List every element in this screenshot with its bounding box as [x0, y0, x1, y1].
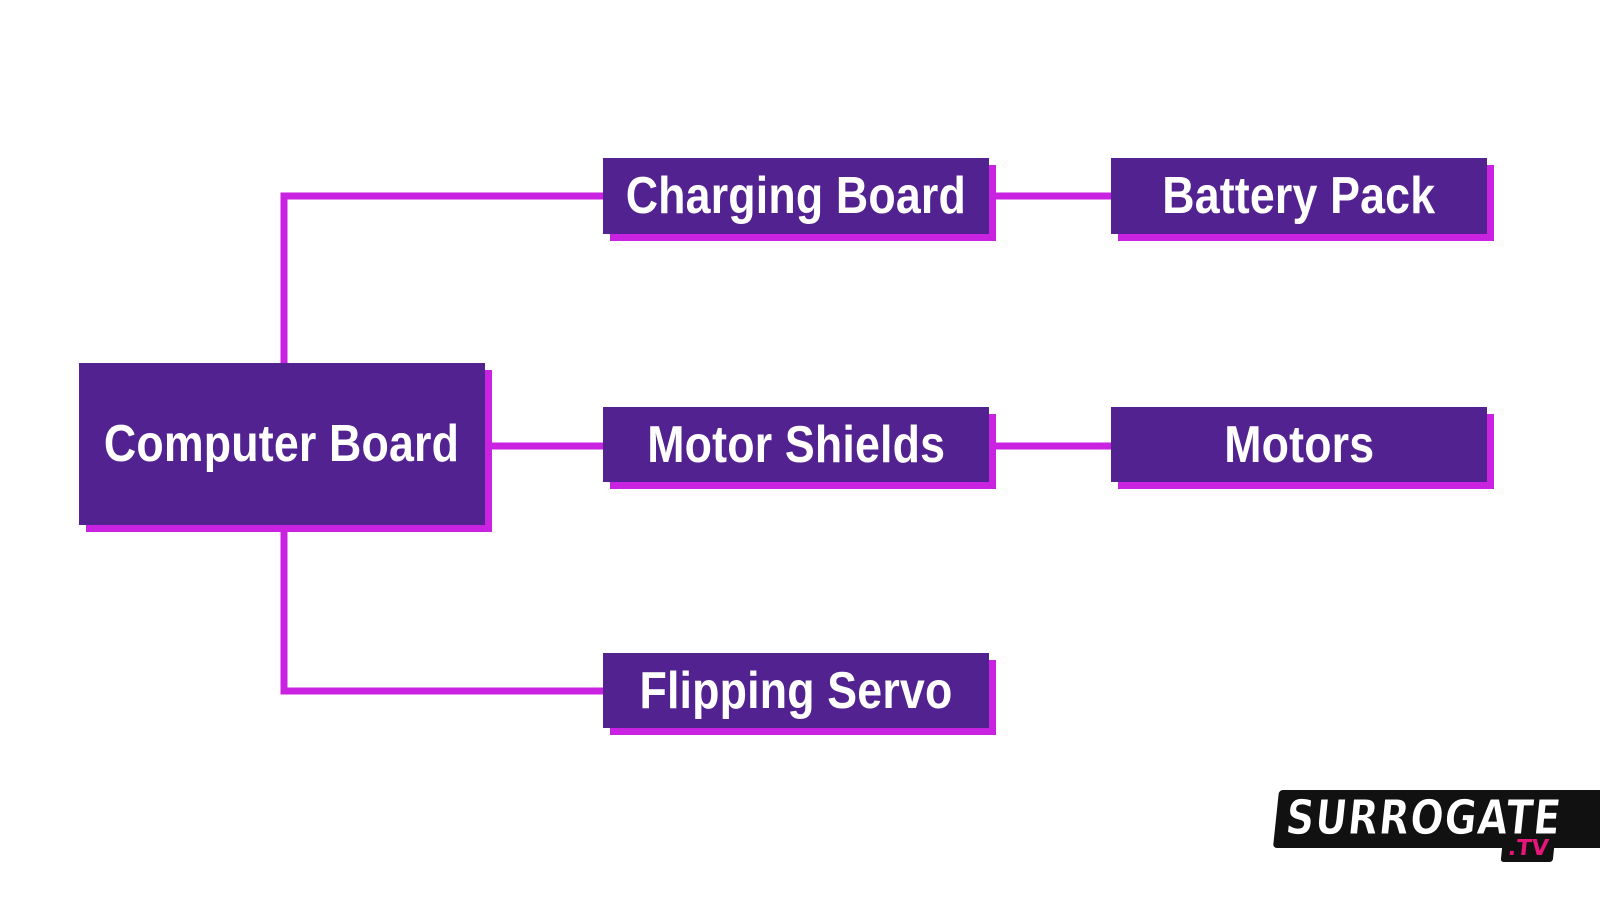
motors-label: Motors [1223, 415, 1375, 474]
charging-board-node: Charging Board [603, 158, 989, 234]
logo-suffix-badge: .TV [1500, 836, 1556, 862]
battery-pack-label: Battery Pack [1162, 167, 1436, 225]
computer-board-label: Computer Board [104, 415, 460, 473]
flipping-servo-label: Flipping Servo [639, 661, 953, 720]
motor-shields-node: Motor Shields [603, 407, 989, 482]
wire-computer-to-flipping-servo [280, 528, 603, 695]
motors-node: Motors [1111, 407, 1487, 482]
flipping-servo-node: Flipping Servo [603, 653, 989, 728]
surrogate-tv-logo: SURROGATE .TV [1272, 790, 1600, 880]
battery-pack-node: Battery Pack [1111, 158, 1487, 234]
motor-shields-label: Motor Shields [647, 415, 945, 474]
logo-suffix: .TV [1506, 836, 1550, 861]
computer-board-node: Computer Board [79, 363, 485, 525]
charging-board-label: Charging Board [625, 167, 967, 225]
wire-computer-to-charging [280, 192, 603, 365]
